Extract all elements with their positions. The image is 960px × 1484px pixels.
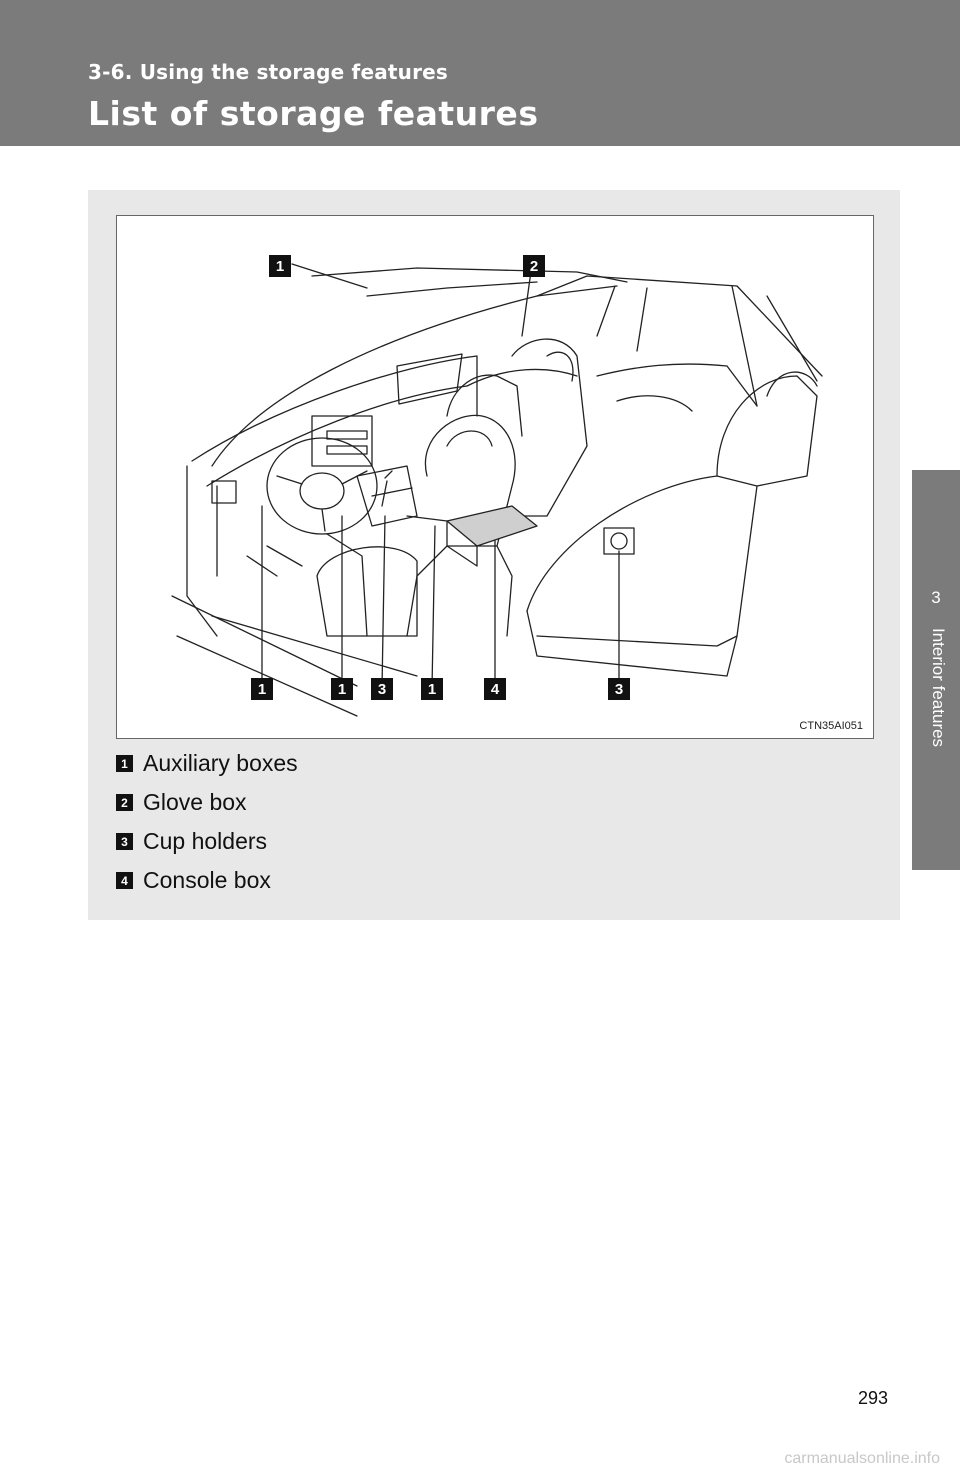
legend-label: Auxiliary boxes (143, 750, 298, 776)
legend-list: 1 Auxiliary boxes 2 Glove box 3 Cup hold… (116, 744, 298, 900)
list-item: 4 Console box (116, 861, 298, 900)
legend-label: Glove box (143, 789, 247, 815)
chapter-title: Interior features (929, 628, 948, 748)
callout-marker: 1 (251, 678, 273, 700)
page-title: List of storage features (88, 94, 539, 133)
figure-code: CTN35AI051 (799, 720, 863, 732)
callout-marker: 3 (608, 678, 630, 700)
callout-marker: 1 (331, 678, 353, 700)
list-item: 1 Auxiliary boxes (116, 744, 298, 783)
number-badge: 2 (116, 794, 133, 811)
chapter-number: 3 (931, 588, 941, 607)
number-badge: 4 (116, 872, 133, 889)
number-badge: 3 (116, 833, 133, 850)
section-label: 3-6. Using the storage features (88, 60, 449, 84)
callout-marker: 4 (484, 678, 506, 700)
car-interior-illustration: 1 2 1 1 3 1 4 3 CTN35AI051 (116, 215, 874, 739)
callout-marker: 2 (523, 255, 545, 277)
callout-marker: 1 (421, 678, 443, 700)
list-item: 3 Cup holders (116, 822, 298, 861)
chapter-side-tab[interactable]: 3 Interior features (912, 470, 960, 870)
list-item: 2 Glove box (116, 783, 298, 822)
page-number: 293 (858, 1388, 889, 1408)
number-badge: 1 (116, 755, 133, 772)
legend-label: Cup holders (143, 828, 268, 854)
callout-marker: 3 (371, 678, 393, 700)
page-header: 3-6. Using the storage features List of … (0, 0, 960, 146)
legend-label: Console box (143, 867, 271, 893)
car-interior-drawing (171, 263, 823, 717)
callout-marker: 1 (269, 255, 291, 277)
watermark: carmanualsonline.info (784, 1450, 940, 1467)
